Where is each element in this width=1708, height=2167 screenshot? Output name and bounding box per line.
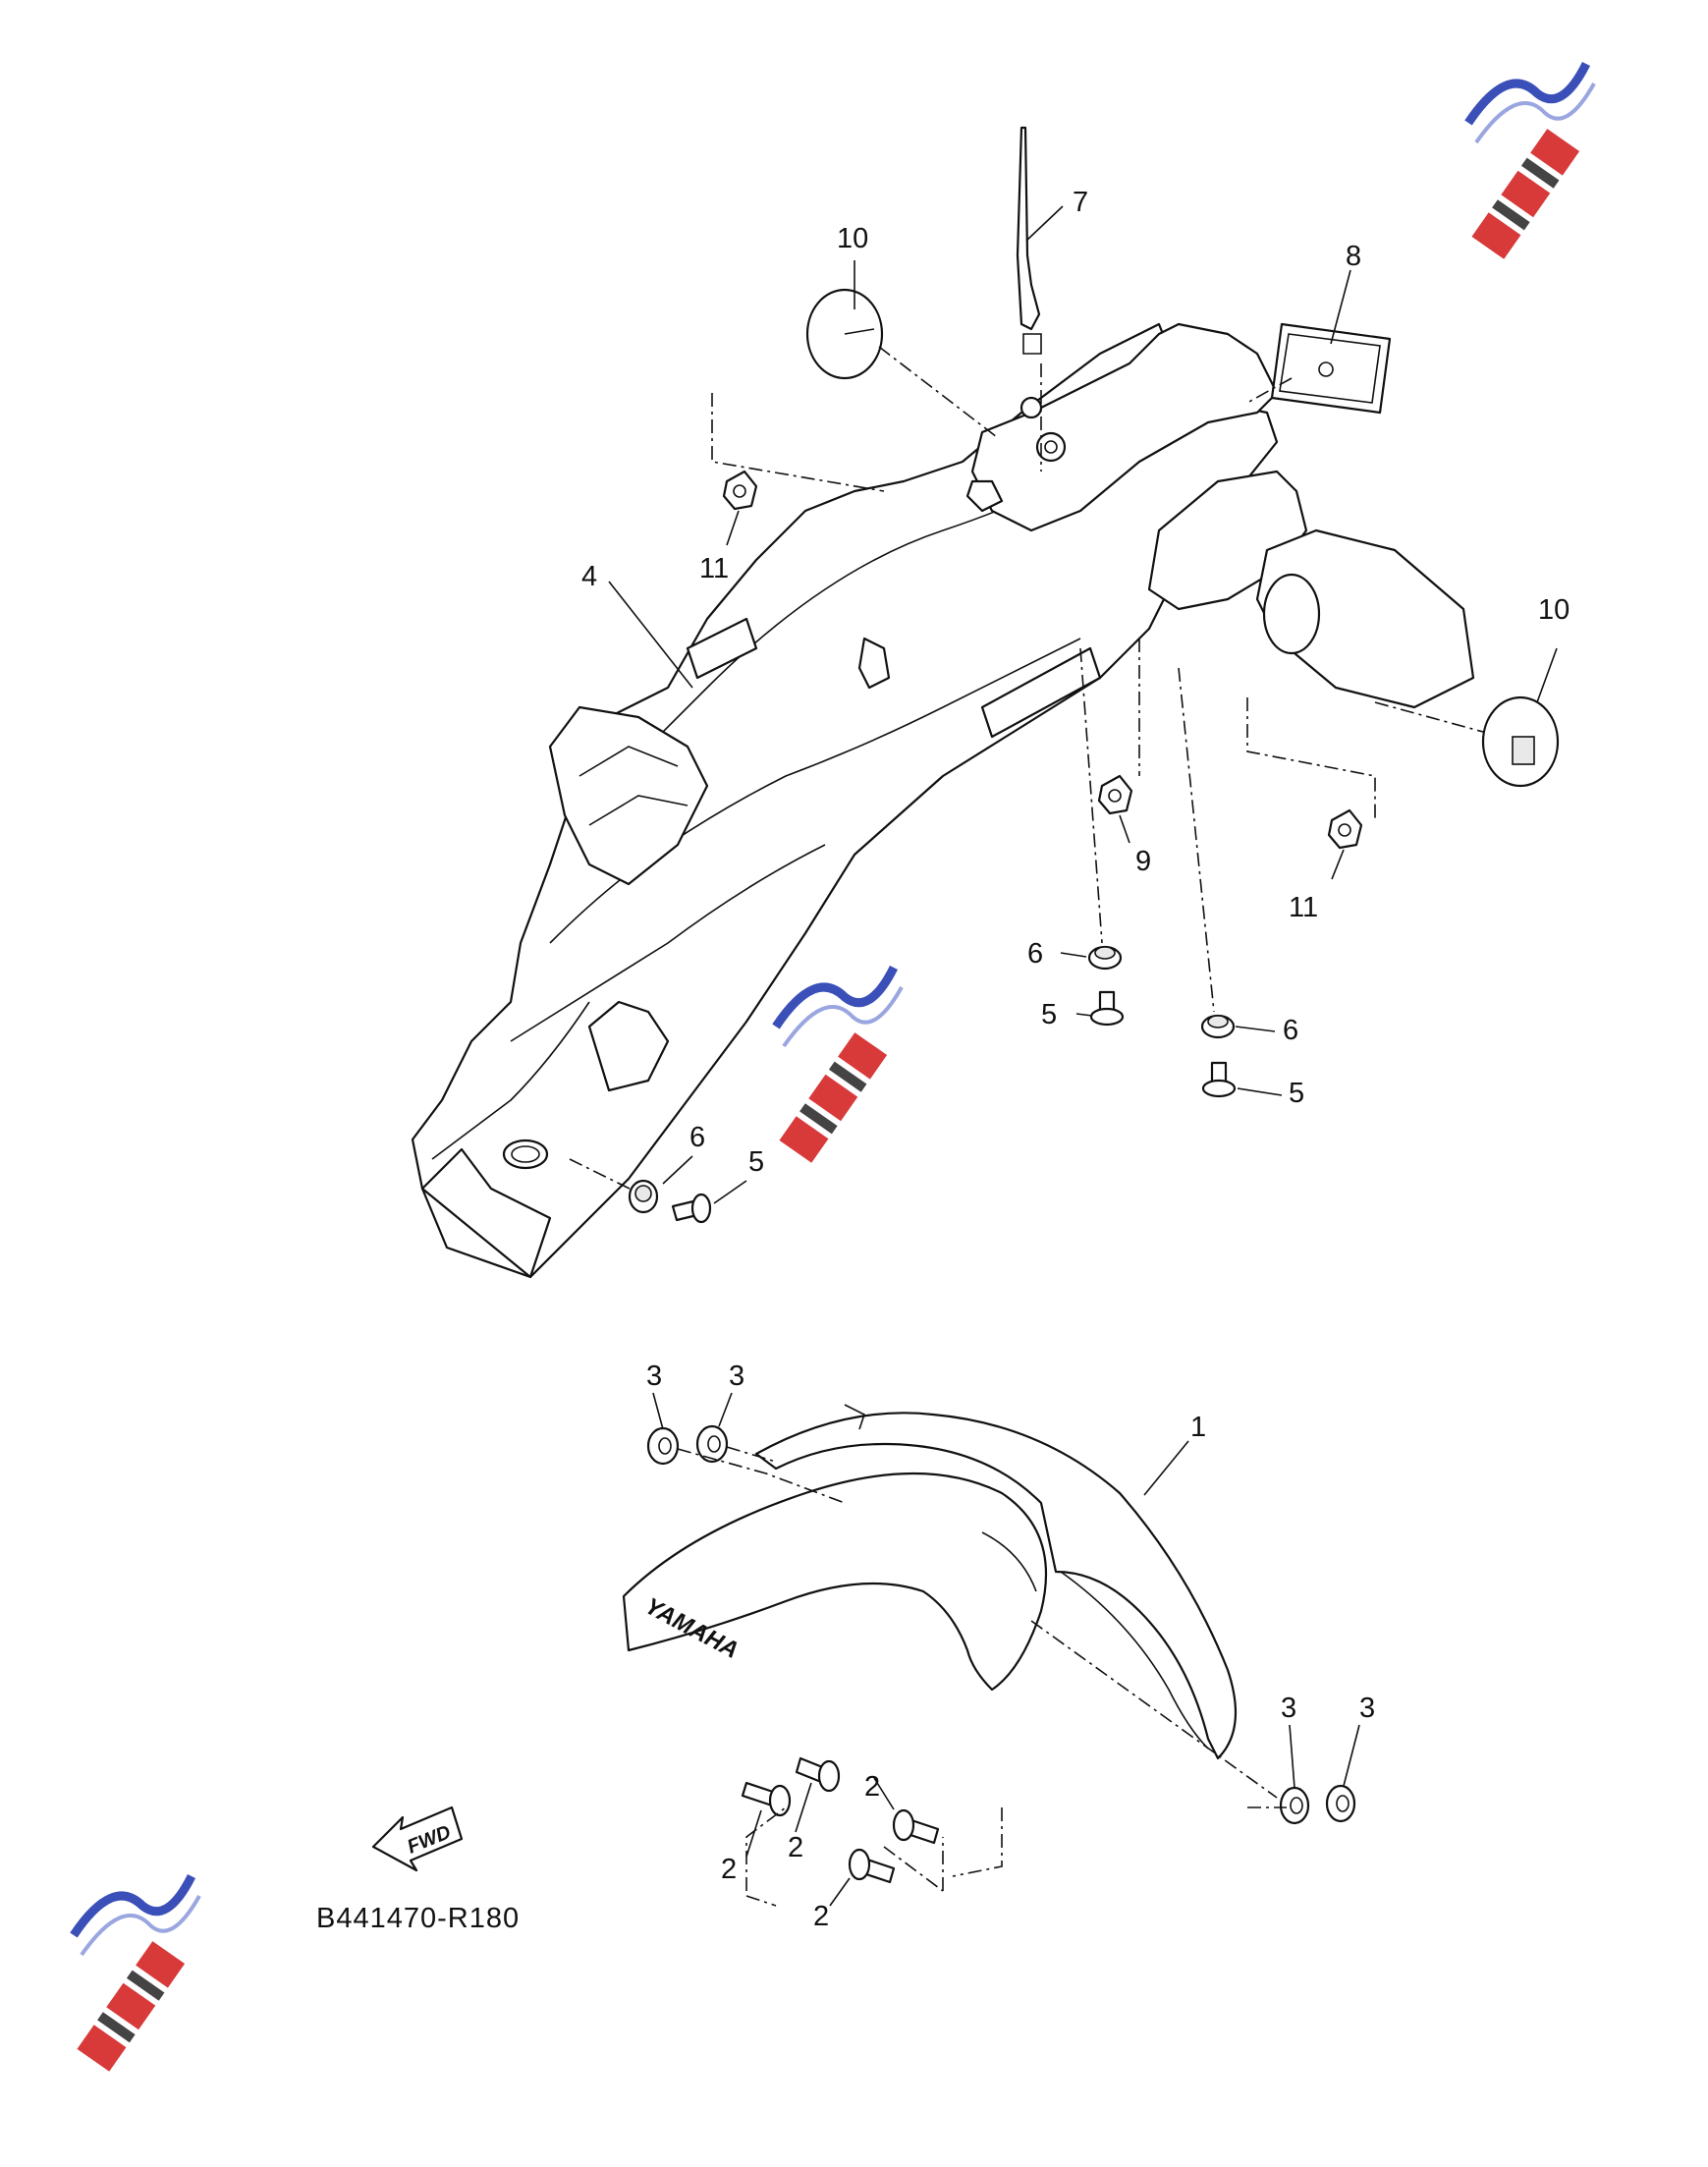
part-2-bolt-d xyxy=(848,1848,896,1884)
part-3-washer-a xyxy=(646,1426,680,1466)
part-6-grommet-b xyxy=(1200,1014,1236,1039)
assembly-lines-rear xyxy=(569,346,1484,1192)
callout-6-b: 6 xyxy=(1283,1015,1298,1046)
callout-10-left: 10 xyxy=(837,223,868,254)
callout-3-c: 3 xyxy=(1281,1693,1296,1724)
callout-2-b: 2 xyxy=(788,1832,803,1863)
callout-11-right: 11 xyxy=(1289,892,1318,923)
part-7-wire xyxy=(1016,126,1042,355)
callout-5-c: 5 xyxy=(748,1146,764,1178)
part-9-nut xyxy=(1097,774,1133,815)
callout-3-d: 3 xyxy=(1359,1693,1375,1724)
callout-2-d: 2 xyxy=(813,1901,829,1932)
part-5-bolt-a xyxy=(1089,990,1125,1027)
part-2-bolt-a xyxy=(741,1781,792,1817)
part-3-washer-c xyxy=(1279,1786,1310,1825)
part-11-nut-left xyxy=(722,470,758,511)
part-3-washer-b xyxy=(695,1424,729,1464)
diagram-code: B441470-R180 xyxy=(316,1903,520,1934)
watermark-logo-top-right xyxy=(1464,61,1596,259)
fwd-arrow-icon: FWD xyxy=(371,1806,464,1872)
assembly-lines-front xyxy=(677,1446,1287,1907)
part-3-washer-d xyxy=(1325,1784,1356,1823)
rear-fender-assembly xyxy=(411,322,1475,1279)
callout-11-left: 11 xyxy=(699,553,729,584)
callout-7: 7 xyxy=(1073,187,1088,218)
callout-3-b: 3 xyxy=(729,1361,744,1392)
callout-1: 1 xyxy=(1190,1412,1206,1443)
callout-8: 8 xyxy=(1346,241,1361,272)
callout-5-a: 5 xyxy=(1041,999,1057,1030)
callout-numbers: 7 8 10 10 11 11 9 4 6 5 6 5 6 5 1 3 3 3 … xyxy=(581,187,1570,1932)
part-10-cap-left xyxy=(805,288,884,380)
part-8-reflector xyxy=(1270,322,1392,415)
part-2-bolt-b xyxy=(795,1756,841,1793)
callout-3-a: 3 xyxy=(646,1361,662,1392)
leader-lines xyxy=(608,205,1558,1907)
callout-4: 4 xyxy=(581,561,597,592)
part-2-bolt-c xyxy=(892,1808,940,1845)
part-5-bolt-b xyxy=(1201,1061,1237,1098)
part-5-bolt-c xyxy=(671,1193,712,1224)
callout-2-a: 2 xyxy=(721,1854,737,1885)
callout-5-b: 5 xyxy=(1289,1078,1304,1109)
callout-10-right: 10 xyxy=(1538,594,1570,626)
callout-6-a: 6 xyxy=(1027,938,1043,970)
part-6-grommet-a xyxy=(1087,945,1123,971)
part-11-nut-right xyxy=(1327,808,1363,850)
part-10-cap-right xyxy=(1481,695,1560,788)
callout-2-c: 2 xyxy=(864,1771,880,1803)
callout-9: 9 xyxy=(1135,846,1151,877)
watermark-logo-center xyxy=(772,965,904,1163)
watermark-logo-bottom-left xyxy=(70,1873,201,2072)
part-6-grommet-c xyxy=(628,1179,659,1214)
callout-6-c: 6 xyxy=(689,1122,705,1153)
